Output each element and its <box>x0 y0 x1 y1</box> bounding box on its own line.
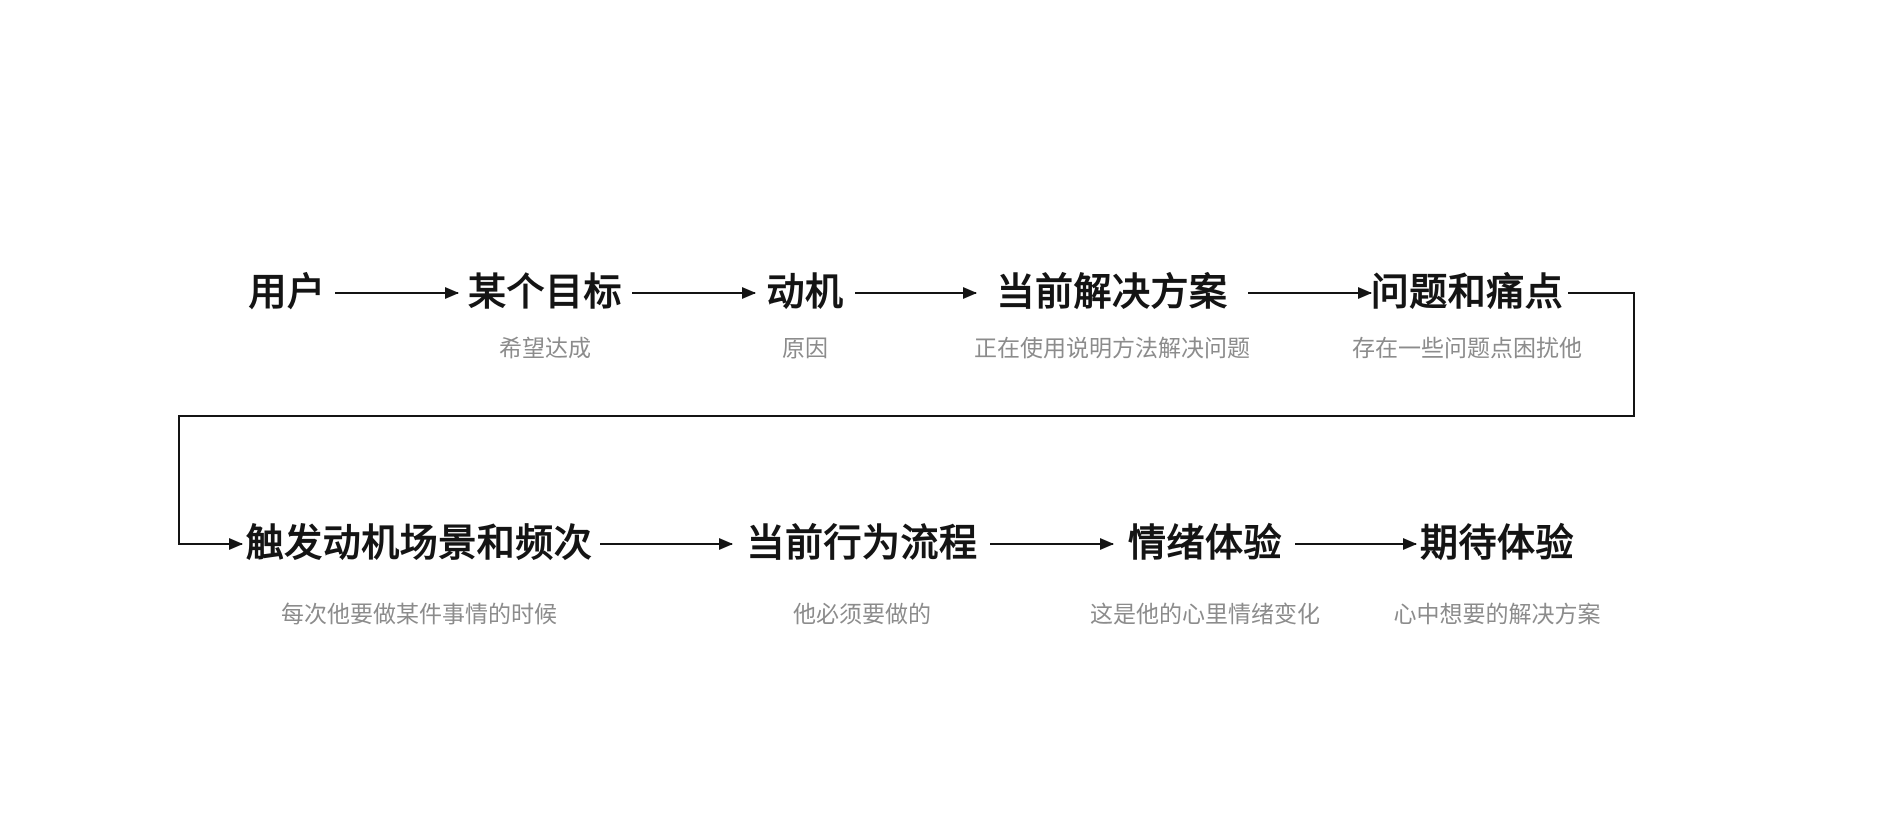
node-emotion: 情绪体验 这是他的心里情绪变化 <box>1090 521 1320 629</box>
node-user-label: 用户 <box>248 272 326 314</box>
node-expectation-label: 期待体验 <box>1419 523 1574 565</box>
node-trigger-scene-label: 触发动机场景和频次 <box>245 523 593 565</box>
node-goal-note: 希望达成 <box>498 335 591 361</box>
node-motivation-label: 动机 <box>766 272 844 314</box>
node-goal: 某个目标 希望达成 <box>468 270 622 363</box>
node-expectation-note: 心中想要的解决方案 <box>1393 601 1601 627</box>
loop-connector-painpoint-to-trigger-icon <box>178 292 1635 550</box>
node-behavior-flow-label: 当前行为流程 <box>746 523 978 565</box>
node-current-solution: 当前解决方案 正在使用说明方法解决问题 <box>974 270 1250 363</box>
node-behavior-flow-note: 他必须要做的 <box>792 601 931 627</box>
node-painpoint-label: 问题和痛点 <box>1370 272 1564 314</box>
node-emotion-note: 这是他的心里情绪变化 <box>1090 601 1320 627</box>
node-motivation-note: 原因 <box>781 335 828 361</box>
node-current-solution-label: 当前解决方案 <box>996 272 1228 314</box>
node-painpoint: 问题和痛点 存在一些问题点困扰他 <box>1352 270 1582 363</box>
node-motivation: 动机 原因 <box>766 270 843 363</box>
node-trigger-scene: 触发动机场景和频次 每次他要做某件事情的时候 <box>246 521 593 629</box>
node-expectation: 期待体验 心中想要的解决方案 <box>1394 521 1601 629</box>
node-trigger-scene-note: 每次他要做某件事情的时候 <box>280 601 557 627</box>
node-current-solution-note: 正在使用说明方法解决问题 <box>974 335 1250 361</box>
node-goal-label: 某个目标 <box>467 272 623 314</box>
node-behavior-flow: 当前行为流程 他必须要做的 <box>746 521 977 629</box>
node-user: 用户 <box>248 270 325 316</box>
node-emotion-label: 情绪体验 <box>1127 523 1282 565</box>
node-painpoint-note: 存在一些问题点困扰他 <box>1352 335 1582 361</box>
